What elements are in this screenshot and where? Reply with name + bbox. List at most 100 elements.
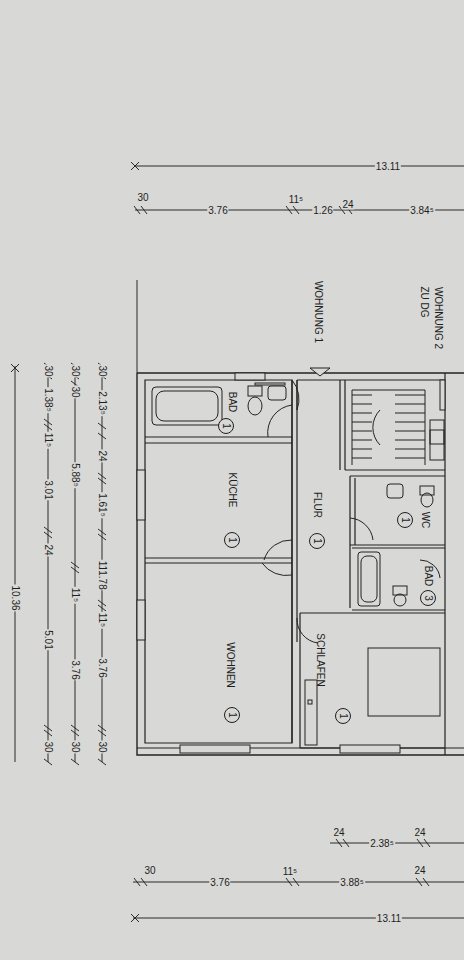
room-name: KÜCHE [227,472,238,507]
room: WC 1 [355,478,440,544]
dimension-label: 24 [332,827,345,838]
stair-tread [352,431,372,432]
dimension-tick [98,730,106,736]
room-number: 1 [397,512,413,528]
dimension-label: 11⁵ [43,432,54,449]
dimension-label: 3.76 [209,877,230,888]
apartment-label: WOHNUNG 2 [433,287,444,349]
dimension-tick [71,759,79,765]
dimension-tick [44,424,52,430]
dimension-tick [71,730,79,736]
room-number: 1 [335,708,351,724]
dimension-tick [98,759,106,765]
stair-tread [352,422,372,423]
stair-tread [352,440,372,441]
dimension-label: 3.01 [43,479,54,500]
dimension-label: 13.11 [375,161,401,172]
dimension-label: 3.76 [207,205,228,216]
dimension-label: 2.13⁵ [97,390,108,416]
room-name: SCHLAFEN [315,633,326,686]
room-number: 1 [224,532,240,548]
stair-tread [352,413,372,414]
dimension-label: 3.76 [97,657,108,678]
room-number: 1 [224,707,240,723]
stair-tread [395,395,425,396]
dimension-label: 5.88⁵ [70,462,81,488]
stair-tread [352,449,372,450]
stair-tread [395,422,425,423]
dimension-label: 5.01 [43,629,54,650]
dimension-label: 30 [70,364,81,377]
dimension-tick [98,600,106,606]
room: WOHNEN 1 [145,563,292,748]
room: KÜCHE 1 [145,443,292,558]
dimension-label: 30 [70,385,81,398]
room: BAD 3 [352,548,440,610]
dimension-tick [44,532,52,538]
dimension-label: 30 [143,865,156,876]
stair-tread [395,440,425,441]
room-name: WC [420,512,431,529]
dimension-label: 30 [97,364,108,377]
dimension-label: 2.38⁵ [369,838,395,849]
room-name: BAD [423,566,434,587]
dimension-tick [71,567,79,573]
dimension-tick [98,534,106,540]
dimension-label: 24 [341,199,354,210]
dimension-label: 30 [70,740,81,753]
dimension-label: 30 [43,364,54,377]
dimension-tick [71,725,79,731]
stair-tread [395,404,425,405]
dimension-label: 11⁵ [282,866,299,877]
dimension-label: 24 [413,827,426,838]
dimension-label: 11⁵ [70,587,81,604]
stair-tread [395,413,425,414]
room-name: WOHNEN [225,642,236,688]
dimension-tick [44,419,52,425]
apartment-label: WOHNUNG 1 [313,281,324,343]
dimension-label: 1.61⁵ [97,492,108,518]
stair-tread [395,458,425,459]
apartment-label: ZU DG [419,286,430,317]
dimension-label: 24 [413,865,426,876]
dimension-label: 13.11 [376,913,402,924]
dimension-tick [98,529,106,535]
dimension-label: 30 [43,740,54,753]
dimension-label: 1.26 [312,205,333,216]
dimension-tick [44,527,52,533]
dimension-label: 1.38⁵ [43,387,54,413]
dimension-tick [98,473,106,479]
room-number: 1 [309,533,325,549]
dimension-label: 24 [97,449,108,462]
dimension-label: 1.78 [97,569,108,590]
dimension-tick [44,730,52,736]
stair-tread [352,458,372,459]
dimension-label: 3.84⁵ [409,205,435,216]
stair-tread [352,395,372,396]
dimension-label: 11⁵ [288,194,305,205]
dimension-tick [98,605,106,611]
dimension-label: 3.88⁵ [339,877,365,888]
room-number: 1 [218,418,234,434]
room-name: BAD [227,392,238,413]
dimension-tick [98,478,106,484]
dimension-label: 30 [136,192,149,203]
room-number: 3 [420,590,436,606]
dimension-label: 30 [97,740,108,753]
stair-tread [395,449,425,450]
room: SCHLAFEN 1 [300,613,445,748]
room: BAD 1 [145,380,292,437]
dimension-label: 3.76 [70,659,81,680]
dimension-tick [44,725,52,731]
dimension-tick [98,423,106,429]
room-name: FLUR [312,492,323,518]
dimension-tick [98,725,106,731]
dimension-tick [71,562,79,568]
dimension-tick [44,759,52,765]
dimension-tick [98,433,106,439]
dimension-label: 24 [43,543,54,556]
stair-tread [395,431,425,432]
dimension-label: 10.36 [10,584,21,611]
dimension-label: 11⁵ [97,612,108,629]
stair-tread [352,404,372,405]
